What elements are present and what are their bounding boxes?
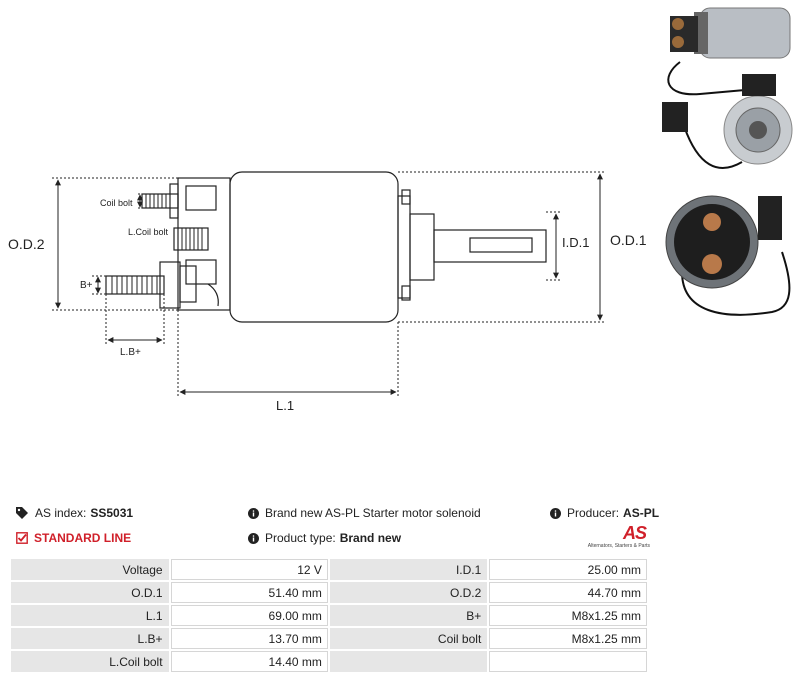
standard-line-label: STANDARD LINE	[34, 531, 132, 545]
spec-key: O.D.2	[327, 580, 490, 605]
spec-value: 51.40 mm	[168, 580, 330, 605]
logo-mark: AS	[622, 523, 647, 543]
producer-label: Producer:	[567, 506, 620, 520]
table-row: O.D.1 51.40 mm O.D.2 44.70 mm	[9, 580, 649, 605]
id1-label: I.D.1	[562, 235, 589, 250]
table-row: Voltage 12 V I.D.1 25.00 mm	[9, 557, 649, 582]
description-text: Brand new AS-PL Starter motor solenoid	[265, 506, 481, 520]
bplus-bolt-shape	[105, 275, 165, 295]
spec-value: 69.00 mm	[168, 603, 330, 628]
spec-key: L.Coil bolt	[9, 649, 171, 674]
info-icon	[550, 507, 561, 519]
spec-value	[487, 649, 649, 674]
spec-key	[327, 649, 490, 674]
coil-bolt-shape	[141, 193, 179, 209]
table-row: L.B+ 13.70 mm Coil bolt M8x1.25 mm	[9, 626, 649, 651]
spec-value: 12 V	[168, 557, 330, 582]
as-pl-logo: AS Alternators, Starters & Parts	[588, 523, 650, 551]
spec-key: Coil bolt	[327, 626, 490, 651]
spec-key: L.B+	[9, 626, 171, 651]
tag-icon	[16, 507, 29, 519]
logo-subtitle: Alternators, Starters & Parts	[587, 543, 650, 549]
spec-value: M8x1.25 mm	[487, 603, 649, 628]
spec-value: 25.00 mm	[487, 557, 649, 582]
specifications-table: Voltage 12 V I.D.1 25.00 mm O.D.1 51.40 …	[9, 557, 649, 674]
spec-value: 13.70 mm	[168, 626, 330, 651]
product-photo-front	[662, 96, 793, 169]
info-icon	[248, 507, 259, 519]
spec-value: 44.70 mm	[487, 580, 649, 605]
description-row: Brand new AS-PL Starter motor solenoid	[248, 506, 481, 520]
as-index-label: AS index:	[35, 506, 87, 520]
spec-value: M8x1.25 mm	[487, 626, 649, 651]
line-row: STANDARD LINE	[16, 531, 131, 545]
producer-row: Producer: AS-PL	[550, 506, 659, 520]
product-type-row: Product type: Brand new	[248, 531, 401, 545]
spec-key: I.D.1	[327, 557, 490, 582]
table-row: L.Coil bolt 14.40 mm	[9, 649, 649, 674]
od2-label: O.D.2	[8, 236, 45, 252]
product-photo-side	[667, 7, 791, 96]
bplus-label: B+	[80, 280, 93, 291]
spec-key: L.1	[9, 603, 171, 628]
as-index-row: AS index: SS5031	[16, 506, 133, 520]
product-type-label: Product type:	[265, 531, 336, 545]
product-type-value: Brand new	[339, 531, 402, 545]
table-row: L.1 69.00 mm B+ M8x1.25 mm	[9, 603, 649, 628]
info-icon	[248, 532, 259, 544]
l1-label: L.1	[276, 398, 294, 413]
l-coil-bolt-label: L.Coil bolt	[128, 227, 169, 237]
spec-key: Voltage	[9, 557, 171, 582]
checkbox-check-icon	[16, 532, 28, 544]
coil-bolt-label: Coil bolt	[100, 198, 133, 208]
producer-value: AS-PL	[623, 506, 660, 520]
solenoid-technical-drawing: O.D.2 O.D.1 I.D.1 L.1 L.B+ B+ Coil bolt …	[8, 171, 647, 413]
lb-label: L.B+	[120, 347, 141, 358]
od1-label: O.D.1	[610, 232, 647, 248]
spec-value: 14.40 mm	[168, 649, 330, 674]
spec-key: O.D.1	[9, 580, 171, 605]
product-photo-rear	[665, 195, 791, 316]
plunger-shape	[409, 213, 435, 281]
solenoid-body	[229, 171, 399, 323]
spec-key: B+	[327, 603, 490, 628]
as-index-value: SS5031	[90, 506, 134, 520]
